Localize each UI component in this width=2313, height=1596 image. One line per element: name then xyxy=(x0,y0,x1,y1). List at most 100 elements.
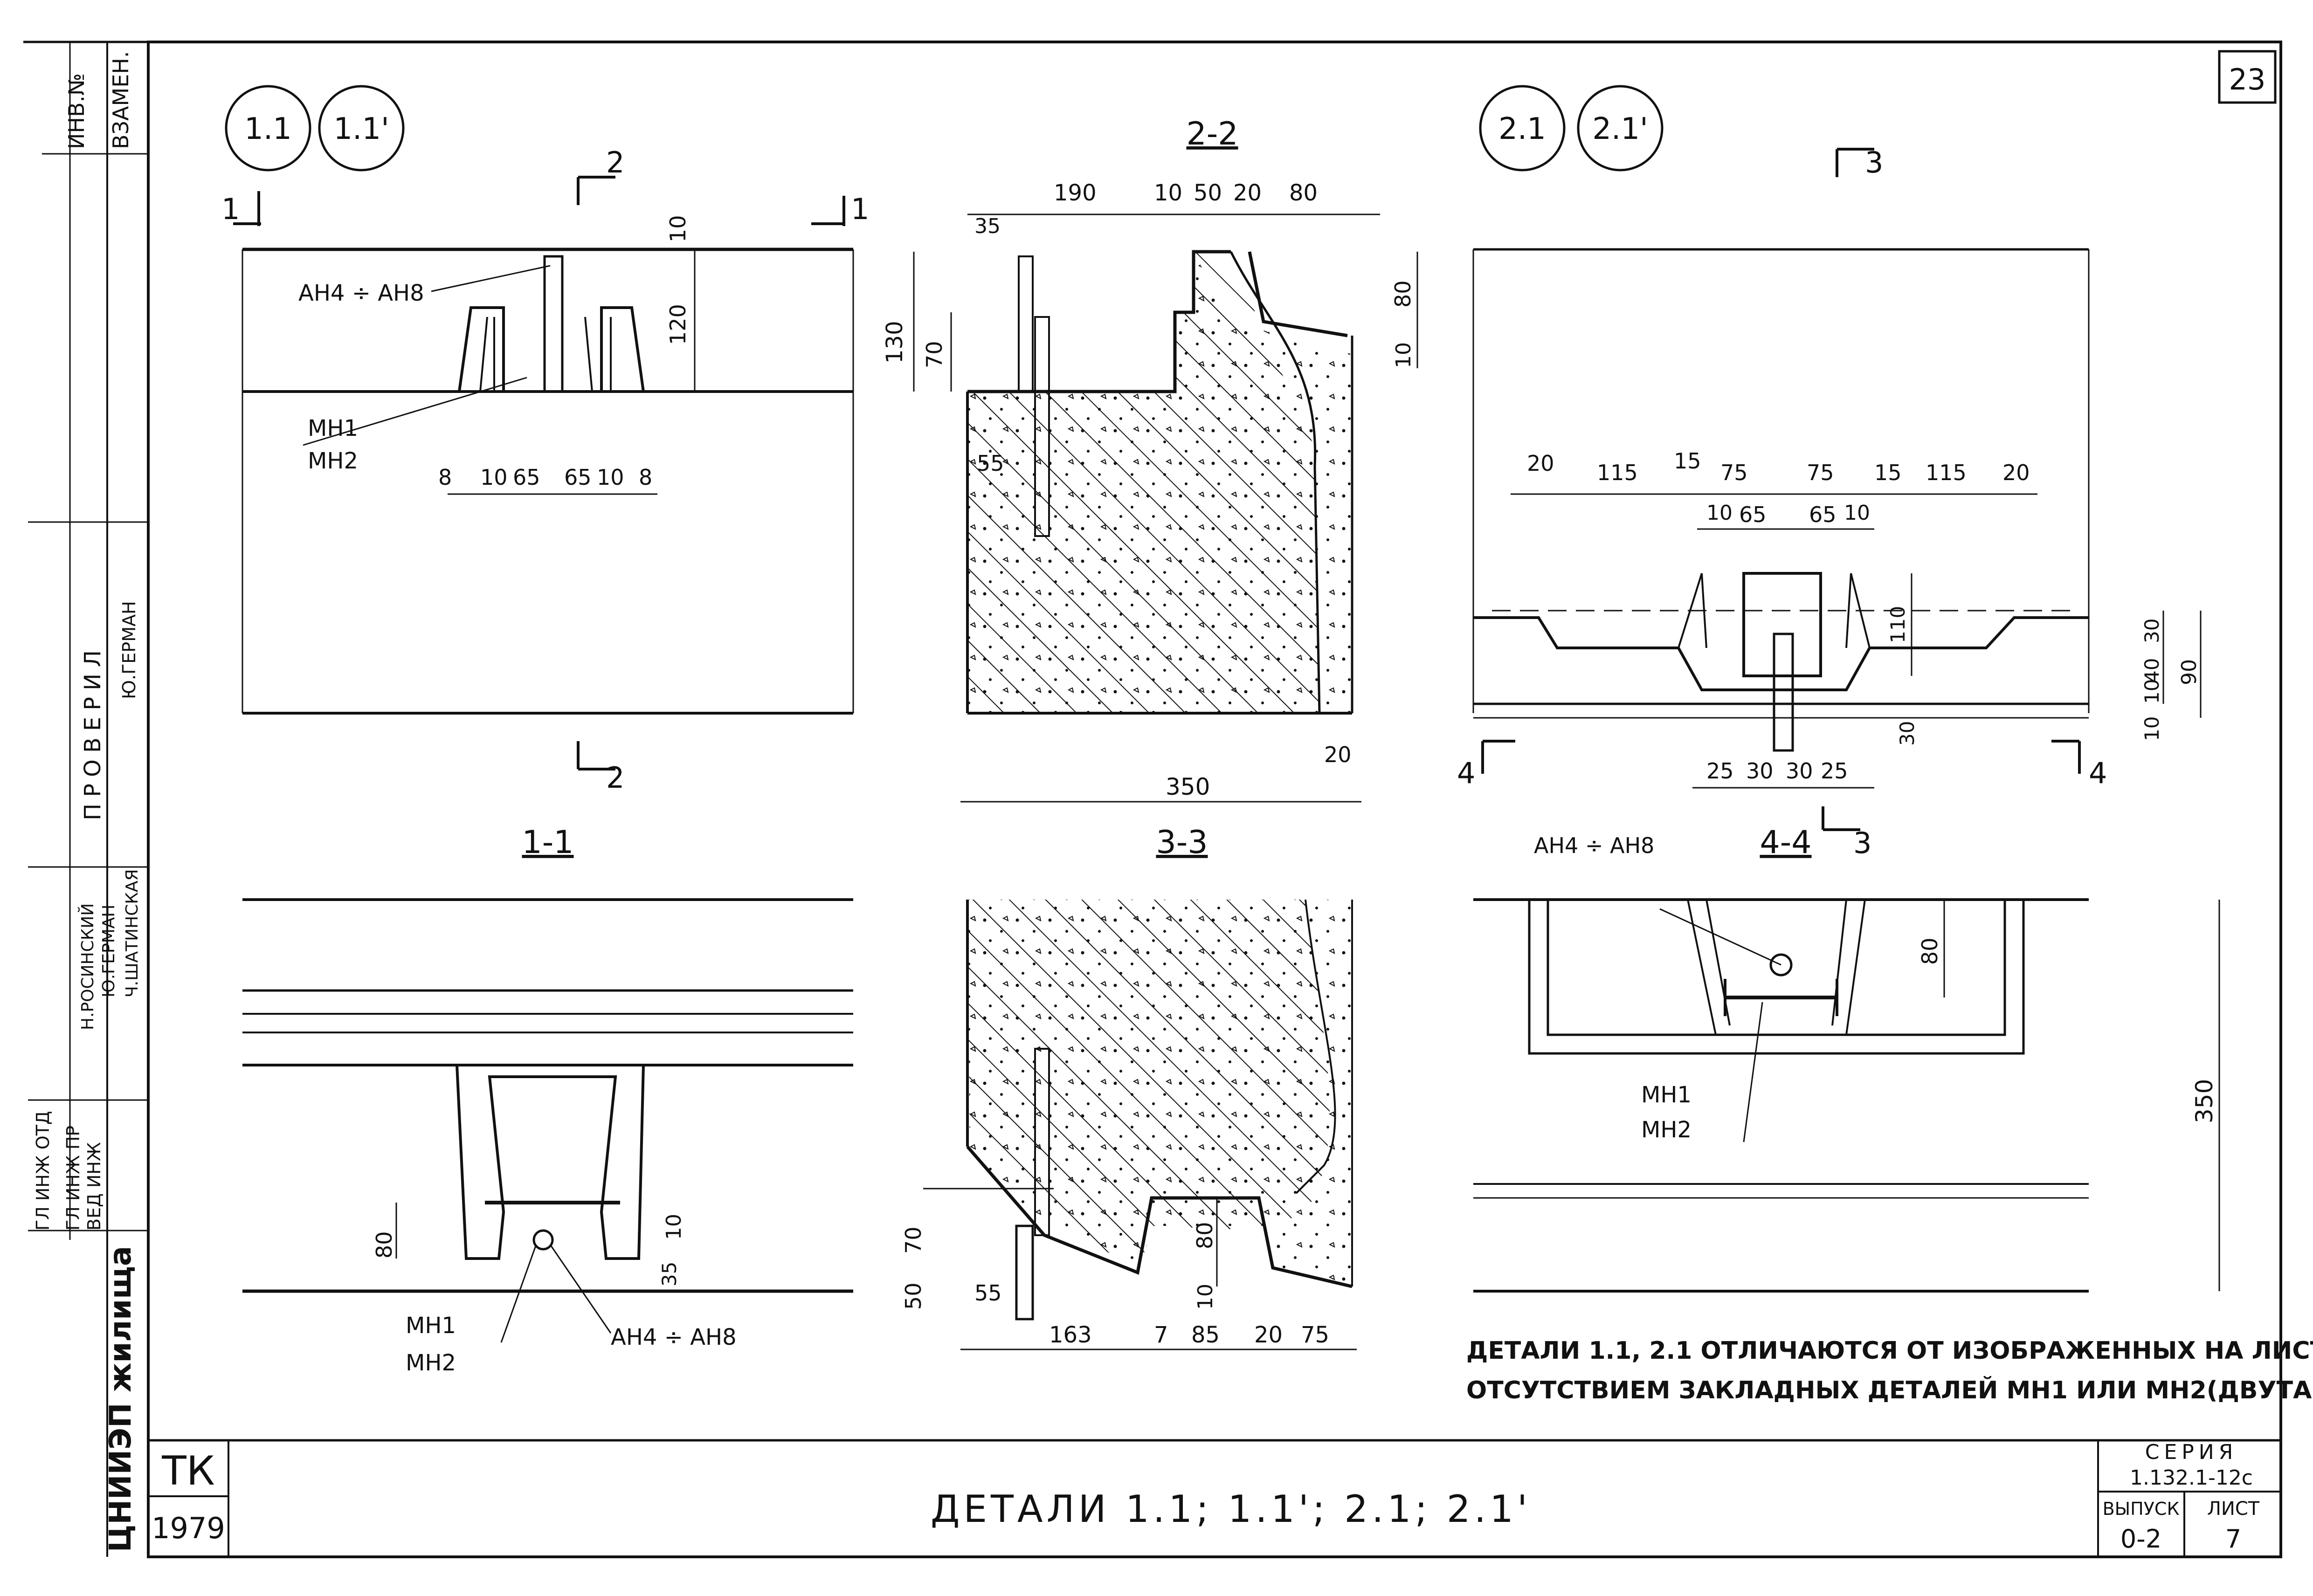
year: 1979 xyxy=(152,1511,225,1545)
institute-label: ЦНИИЭП жилища xyxy=(104,1246,138,1552)
sec22-dim-10: 10 xyxy=(1154,180,1182,206)
plan1-callout-mn1: МН1 xyxy=(308,415,358,441)
plan2-dim-75a: 75 xyxy=(1720,460,1748,485)
issue-label: ВЫПУСК xyxy=(2103,1499,2180,1519)
sec11-callout-an: АН4 ÷ АН8 xyxy=(611,1324,737,1350)
plan2-dim-30: 30 xyxy=(2140,619,2163,643)
sec33-dim-75: 75 xyxy=(1301,1322,1329,1348)
plan2-dim-10a: 10 xyxy=(1706,501,1733,525)
detail-label-1-1p: 1.1' xyxy=(333,112,389,146)
name-1: Н.РОСИНСКИЙ xyxy=(78,903,97,1030)
plan1-callout-an: АН4 ÷ АН8 xyxy=(298,280,424,306)
sec22-dim-35: 35 xyxy=(974,214,1001,238)
detail-circle-2-1 xyxy=(1479,85,1566,172)
sec33-dim-85: 85 xyxy=(1191,1322,1220,1348)
plan2-dim-115a: 115 xyxy=(1597,460,1638,485)
plan-view-1: 1 1 2 2 АН4 ÷ АН8 МН1 МН2 10 120 8 10 65… xyxy=(221,145,869,795)
detail-circle-1-1 xyxy=(225,85,311,172)
plan1-dim-65b: 65 xyxy=(564,465,592,490)
sec22-dim-20b: 20 xyxy=(1324,742,1352,767)
sec33-dim-7: 7 xyxy=(1154,1322,1168,1348)
plan1-mark-1b: 1 xyxy=(851,192,869,226)
series-label: СЕРИЯ xyxy=(2145,1440,2238,1464)
plan2-dim-30c: 30 xyxy=(1746,758,1774,784)
role-1: ГЛ ИНЖ ОТД xyxy=(33,1111,53,1231)
sec22-dim-20: 20 xyxy=(1233,180,1262,206)
sec44-dim-80: 80 xyxy=(1917,937,1942,965)
plan2-dim-115b: 115 xyxy=(1926,460,1967,485)
plan2-dim-75b: 75 xyxy=(1807,460,1834,485)
sec22-title: 2-2 xyxy=(1186,116,1238,152)
page-number-box xyxy=(2218,50,2277,104)
name-3: Ч.ШАТИНСКАЯ xyxy=(123,869,142,998)
sec22-dim-55: 55 xyxy=(977,451,1004,476)
sec22-dim-70: 70 xyxy=(922,341,947,368)
plan1-dim-10: 10 xyxy=(665,215,690,242)
plan2-dim-110: 110 xyxy=(1886,606,1909,643)
sheet-label: ЛИСТ xyxy=(2207,1498,2260,1520)
plan1-mark-2a: 2 xyxy=(606,145,624,179)
note-line-2: ОТСУТСТВИЕМ ЗАКЛАДНЫХ ДЕТАЛЕЙ МН1 ИЛИ МН… xyxy=(1466,1376,2313,1404)
sec33-dim-10: 10 xyxy=(1194,1284,1217,1310)
issue-value: 0-2 xyxy=(2120,1524,2161,1554)
sec44-callout-an: АН4 ÷ АН8 xyxy=(1534,833,1654,858)
sec33-dim-163: 163 xyxy=(1049,1322,1092,1348)
plan2-dim-25b: 25 xyxy=(1821,758,1848,784)
section-3-3: 3-3 70 50 55 80 10 163 7 85 20 75 xyxy=(901,824,1357,1350)
sec11-dim-10: 10 xyxy=(662,1214,686,1240)
plan1-dim-8b: 8 xyxy=(639,465,652,490)
sec22-dim-190: 190 xyxy=(1054,180,1097,206)
plan2-dim-25a: 25 xyxy=(1706,758,1734,784)
plan2-mark-4b: 4 xyxy=(2089,756,2107,790)
sec22-dim-130: 130 xyxy=(882,321,908,364)
check-label: ПРОВЕРИЛ xyxy=(80,644,106,820)
sec22-dim-80: 80 xyxy=(1289,180,1318,206)
plan2-dim-30d: 30 xyxy=(1786,758,1813,784)
sec22-dim-10r: 10 xyxy=(1392,342,1415,368)
plan2-dim-40: 40 xyxy=(2140,658,2163,683)
plan2-mark-4a: 4 xyxy=(1457,756,1475,790)
title-block: ТК 1979 ДЕТАЛИ 1.1; 1.1'; 2.1; 2.1' СЕРИ… xyxy=(148,1439,2281,1557)
plan1-dim-120: 120 xyxy=(665,304,690,345)
plan2-dim-15a: 15 xyxy=(1674,448,1701,474)
plan1-dim-10b: 10 xyxy=(597,465,624,490)
plan2-dim-10b: 10 xyxy=(1844,501,1870,525)
role-2: ГЛ ИНЖ ПР xyxy=(63,1126,83,1231)
plan2-dim-90: 90 xyxy=(2177,659,2201,685)
sec44-dim-350: 350 xyxy=(2191,1079,2218,1123)
plan1-dim-65a: 65 xyxy=(513,465,540,490)
sec22-dim-80r: 80 xyxy=(1390,280,1415,308)
plan2-dim-20a: 20 xyxy=(1527,451,1554,476)
name-2: Ю.ГЕРМАН xyxy=(99,905,118,998)
plan-view-2: 3 3 4 4 20 115 15 75 75 15 115 20 10 65 … xyxy=(1457,145,2202,860)
page-number: 23 xyxy=(2229,62,2266,96)
left-stamp: ИНВ.№ ВЗАМЕН. ПРОВЕРИЛ Ю.ГЕРМАН ГЛ ИНЖ О… xyxy=(28,42,148,1557)
sheet-title: ДЕТАЛИ 1.1; 1.1'; 2.1; 2.1' xyxy=(931,1487,1531,1531)
sec33-dim-80: 80 xyxy=(1192,1222,1217,1249)
plan2-dim-30b: 30 xyxy=(1896,721,1919,746)
plan1-dim-10a: 10 xyxy=(480,465,508,490)
plan1-callout-mn2: МН2 xyxy=(308,448,358,474)
section-4-4: 4-4 АН4 ÷ АН8 МН1 МН2 80 350 xyxy=(1473,824,2220,1293)
sec44-callout-mn2: МН2 xyxy=(1641,1117,1692,1143)
note-line-1: ДЕТАЛИ 1.1, 2.1 ОТЛИЧАЮТСЯ ОТ ИЗОБРАЖЕНН… xyxy=(1466,1337,2313,1365)
sec33-dim-70: 70 xyxy=(901,1226,926,1254)
role-3: ВЕД ИНЖ xyxy=(84,1142,104,1231)
detail-label-2-1p: 2.1' xyxy=(1592,112,1648,146)
detail-circle-2-1p xyxy=(1577,85,1664,172)
sec33-title: 3-3 xyxy=(1156,824,1208,861)
plan2-dim-65a: 65 xyxy=(1739,502,1767,527)
plan2-dim-15b: 15 xyxy=(1874,460,1902,485)
sheet-value: 7 xyxy=(2225,1524,2241,1554)
inv-label: ИНВ.№ xyxy=(64,73,89,149)
plan2-dim-10c: 10 xyxy=(2140,716,2163,741)
plan2-mark-3a: 3 xyxy=(1865,145,1883,179)
detail-label-1-1: 1.1 xyxy=(244,112,292,146)
replace-label: ВЗАМЕН. xyxy=(108,51,133,149)
detail-circle-1-1p xyxy=(318,85,405,172)
plan1-mark-1a: 1 xyxy=(221,192,240,226)
sec11-callout-mn1: МН1 xyxy=(406,1313,456,1339)
sec22-dim-350: 350 xyxy=(1166,773,1210,800)
detail-label-2-1: 2.1 xyxy=(1498,112,1546,146)
